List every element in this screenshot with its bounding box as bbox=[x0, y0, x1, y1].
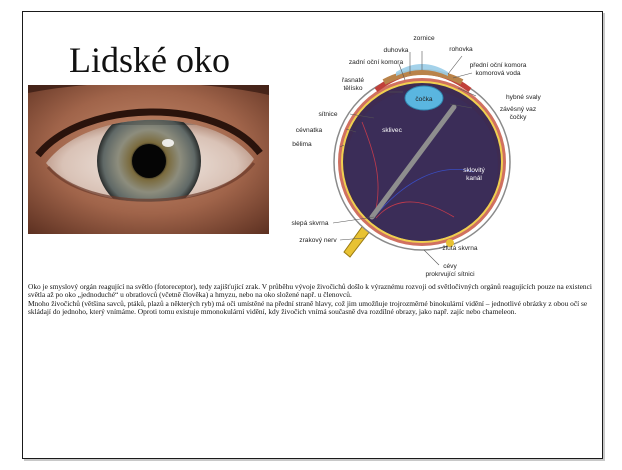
label-belima: bělima bbox=[292, 141, 312, 148]
label-zavesny-vaz-1: závěsný vaz bbox=[500, 106, 536, 113]
label-slepa-skvrna: slepá skvrna bbox=[291, 220, 328, 227]
eye-anatomy-diagram: zornice duhovka rohovka zadní oční komor… bbox=[264, 12, 602, 280]
label-cevnatka: cévnatka bbox=[296, 127, 323, 134]
body-paragraph-2: Mnoho živočichů (většina savců, ptáků, p… bbox=[28, 300, 600, 317]
label-sklivec: sklivec bbox=[382, 127, 402, 134]
label-cevy-2: prokrvující sítnici bbox=[425, 271, 475, 278]
body-paragraph-1: Oko je smyslový orgán reagující na světl… bbox=[28, 283, 600, 300]
label-rasnate-telisko-1: řasnaté bbox=[342, 77, 364, 84]
label-cevy-1: cévy bbox=[443, 263, 457, 270]
label-predni-ocni-komora: přední oční komora bbox=[470, 62, 527, 69]
label-zluta-skvrna: žlutá skvrna bbox=[442, 245, 478, 252]
label-duhovka: duhovka bbox=[384, 47, 409, 54]
label-zornice: zornice bbox=[413, 35, 435, 42]
label-sklovity-kanal-1: sklovitý bbox=[463, 167, 485, 174]
label-rasnate-telisko-2: tělísko bbox=[343, 85, 362, 92]
slide-title: Lidské oko bbox=[69, 39, 230, 81]
eye-photo-image bbox=[28, 85, 269, 234]
label-hybne-svaly: hybné svaly bbox=[506, 94, 542, 101]
label-sitnice: sítnice bbox=[318, 111, 337, 118]
slide-body-text: Oko je smyslový orgán reagující na světl… bbox=[28, 283, 600, 316]
label-sklovity-kanal-2: kanál bbox=[466, 175, 482, 182]
label-zavesny-vaz-2: čočky bbox=[510, 114, 528, 121]
slide: Lidské oko bbox=[22, 11, 603, 459]
label-zrakovy-nerv: zrakový nerv bbox=[299, 237, 337, 244]
label-zadni-ocni-komora: zadní oční komora bbox=[349, 59, 404, 66]
label-cocka: čočka bbox=[415, 96, 433, 103]
label-komorova-voda: komorová voda bbox=[475, 70, 520, 77]
label-rohovka: rohovka bbox=[449, 46, 473, 53]
eye-photo bbox=[28, 85, 269, 234]
